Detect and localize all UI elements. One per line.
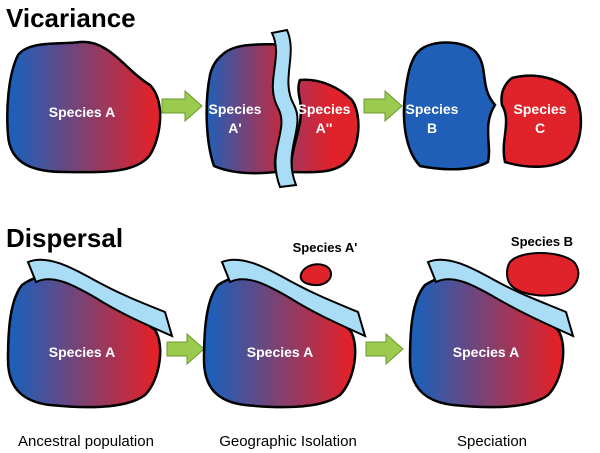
arrow-right-icon (365, 332, 404, 366)
species-a-double-prime-line1: Species (298, 101, 351, 117)
coastal-river (26, 258, 174, 338)
vicariance-panel-3: Species B Species C (402, 41, 583, 171)
species-a-label: Species A (49, 104, 115, 120)
species-b-line2: B (427, 120, 437, 136)
species-a-label: Species A (49, 344, 115, 360)
species-a-prime-line1: Species (209, 101, 262, 117)
vicariance-panel-1: Species A (6, 40, 162, 174)
species-a-label: Species A (247, 344, 313, 360)
caption-speciation: Speciation (457, 433, 527, 450)
species-b-line1: Species (406, 101, 459, 117)
vicariance-title: Vicariance (6, 3, 136, 33)
coastal-river (426, 258, 575, 338)
species-c-landmass (500, 74, 583, 169)
ancestral-landmass (6, 40, 162, 174)
caption-geographic-isolation: Geographic Isolation (219, 433, 357, 450)
arrow-right-icon (166, 332, 205, 366)
coastal-river (220, 258, 367, 338)
ancestral-landmass (6, 273, 162, 409)
dispersal-panel-2: Species A' Species A (202, 240, 367, 409)
island (299, 263, 332, 287)
caption-ancestral-population: Ancestral population (18, 433, 154, 450)
dispersal-panel-1: Species A (6, 258, 174, 409)
species-a-double-prime-line2: A'' (316, 120, 333, 136)
island (506, 252, 580, 297)
species-c-line1: Species (514, 101, 567, 117)
mainland-landmass (202, 274, 357, 409)
arrow-right-icon (161, 89, 203, 123)
species-a-label: Species A (453, 344, 519, 360)
arrow-right-icon (363, 89, 403, 123)
species-a-prime-line2: A' (228, 120, 241, 136)
right-landmass (290, 78, 360, 174)
river (270, 28, 299, 189)
species-b-landmass (402, 41, 497, 171)
island-species-label: Species B (511, 234, 573, 249)
vicariance-panel-2: Species A' Species A'' (205, 28, 360, 189)
species-c-line2: C (535, 120, 545, 136)
island-species-label: Species A' (293, 240, 358, 255)
dispersal-title: Dispersal (6, 223, 123, 253)
dispersal-panel-3: Species B Species A (408, 234, 580, 409)
